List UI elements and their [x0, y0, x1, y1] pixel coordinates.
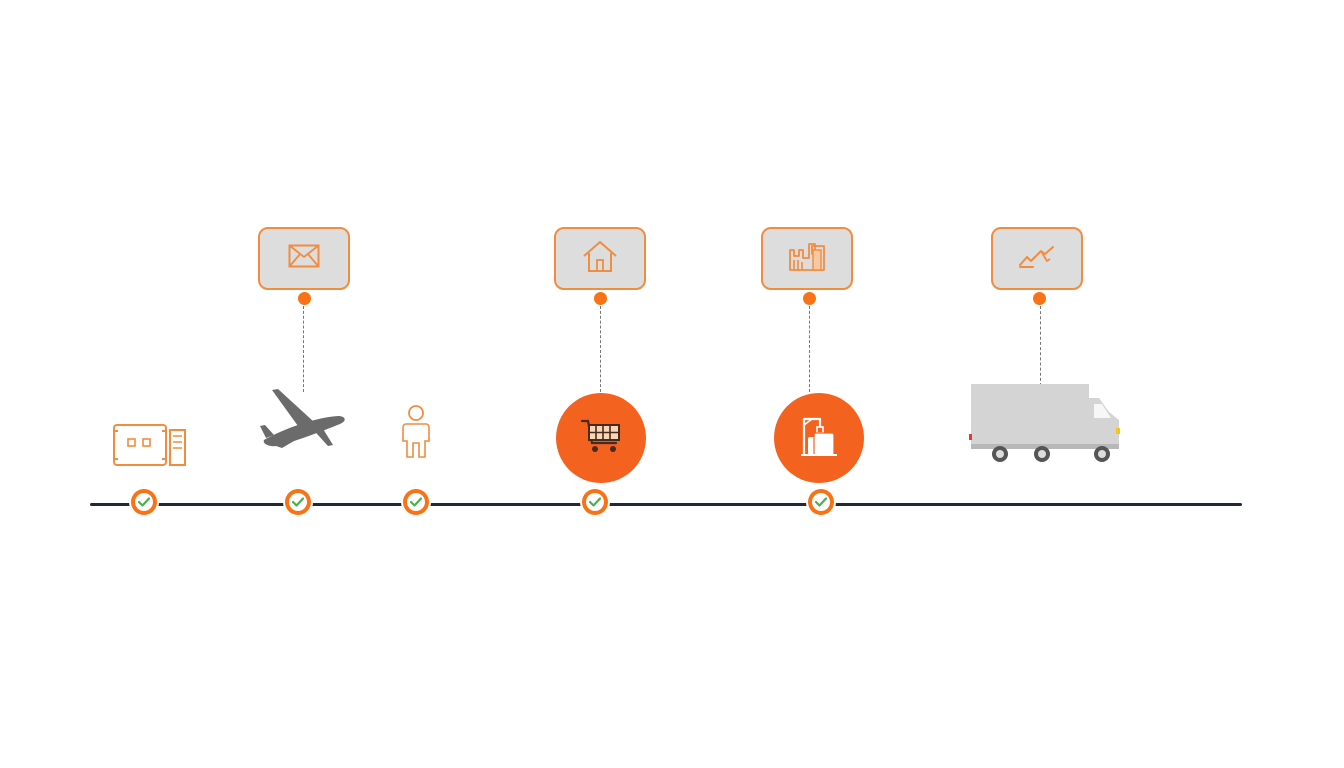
check-icon	[135, 493, 153, 511]
warehouse-server-icon	[112, 422, 190, 473]
stage-2-check-marker[interactable]	[285, 489, 311, 515]
handshake-icon	[1017, 241, 1057, 276]
stage-1-check-marker[interactable]	[131, 489, 157, 515]
stage-3-check-marker[interactable]	[403, 489, 429, 515]
house-callout-box[interactable]	[554, 227, 646, 290]
check-icon	[586, 493, 604, 511]
stage-4-connector-dot	[594, 292, 607, 305]
delivery-truck-icon	[968, 382, 1124, 473]
check-icon	[289, 493, 307, 511]
stage-6-connector-dot	[1033, 292, 1046, 305]
envelope-callout-box[interactable]	[258, 227, 350, 290]
airplane-icon	[258, 388, 348, 459]
check-icon	[407, 493, 425, 511]
stage-2-connector-line	[303, 306, 304, 392]
stage-4-check-marker[interactable]	[582, 489, 608, 515]
stage-2-connector-dot	[298, 292, 311, 305]
shopping-cart-badge[interactable]	[556, 393, 646, 483]
stage-6-connector-line	[1040, 306, 1041, 386]
person-icon	[400, 404, 432, 465]
stage-5-connector-dot	[803, 292, 816, 305]
timeline-line	[90, 503, 1242, 506]
shopping-cart-icon	[580, 418, 622, 459]
stage-5-connector-line	[809, 306, 810, 392]
stage-4-connector-line	[600, 306, 601, 392]
envelope-icon	[288, 244, 320, 273]
crane-cargo-badge[interactable]	[774, 393, 864, 483]
check-icon	[812, 493, 830, 511]
factory-callout-box[interactable]	[761, 227, 853, 290]
house-icon	[581, 239, 619, 278]
crane-cargo-icon	[798, 415, 840, 462]
handshake-callout-box[interactable]	[991, 227, 1083, 290]
factory-icon	[788, 240, 826, 277]
stage-5-check-marker[interactable]	[808, 489, 834, 515]
